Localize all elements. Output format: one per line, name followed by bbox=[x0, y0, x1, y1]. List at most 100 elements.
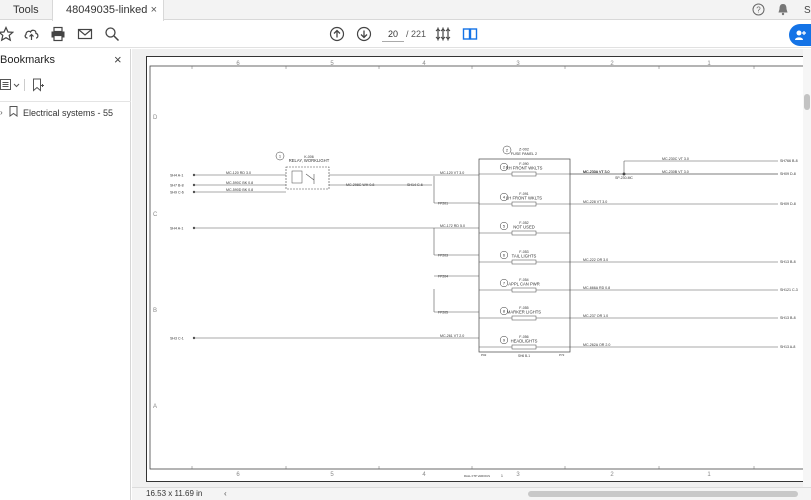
print-icon[interactable] bbox=[49, 25, 67, 43]
input-source-label: SH7 B-8 bbox=[170, 184, 184, 188]
scroll-left-icon[interactable]: ‹ bbox=[224, 489, 227, 498]
bookmark-options-icon[interactable] bbox=[0, 78, 22, 97]
column-label: 5 bbox=[330, 61, 334, 67]
output-wire-label: MC-262A OR 2.0 bbox=[583, 343, 610, 347]
branch-wire-label: MC-230B VT 3.0 bbox=[662, 170, 689, 174]
relay-ref: K-006 bbox=[304, 155, 314, 159]
bookmark-tools bbox=[0, 78, 60, 94]
output-wire-label: MC-228 VT 3.0 bbox=[583, 200, 607, 204]
relay-output-dest: SH14 C-6 bbox=[407, 183, 423, 187]
title-block: RALL FTP VARIOUS bbox=[464, 474, 490, 478]
fuse-name: APPL CAN PWR bbox=[508, 282, 540, 287]
next-page-icon[interactable] bbox=[355, 25, 373, 43]
input-source-label: SH3 C-1 bbox=[170, 337, 184, 341]
output-dest-label: SH121 C-3 bbox=[780, 288, 798, 292]
fuse-ref: F-055 bbox=[519, 306, 528, 310]
fuse-ref: F-052 bbox=[519, 221, 528, 225]
svg-text:S: S bbox=[804, 5, 811, 16]
share-button[interactable] bbox=[789, 24, 811, 46]
panel-pin: P02 bbox=[481, 353, 487, 357]
help-icon[interactable]: ? bbox=[752, 3, 765, 19]
vertical-scrollbar[interactable] bbox=[803, 49, 811, 487]
relay-name: RELAY, WORKLIGHT bbox=[289, 158, 330, 163]
column-label: 5 bbox=[330, 472, 334, 478]
column-label: 3 bbox=[516, 472, 520, 478]
fuse-panel-name: FUSE PANEL 2 bbox=[511, 152, 537, 156]
fuse-callout bbox=[499, 162, 509, 172]
star-icon[interactable] bbox=[0, 25, 15, 43]
page-number-input[interactable]: 20 bbox=[382, 26, 404, 42]
input-wire-label: MC-261 VT 2.0 bbox=[440, 334, 464, 338]
output-dest-label: SH13 B-8 bbox=[780, 260, 796, 264]
fuse-callout bbox=[499, 221, 509, 231]
close-tab-icon[interactable]: × bbox=[150, 4, 157, 16]
search-icon[interactable] bbox=[103, 25, 121, 43]
column-label: 6 bbox=[236, 472, 240, 478]
page-size: 16.53 x 11.69 in bbox=[146, 489, 203, 498]
fuse-callout bbox=[499, 192, 509, 202]
fuse-callout-number: 5 bbox=[503, 224, 506, 229]
callout-number: 2 bbox=[506, 148, 509, 153]
column-label: 1 bbox=[707, 61, 711, 67]
output-dest-label: SH13 B-8 bbox=[780, 316, 796, 320]
input-source-label: SH4 A-1 bbox=[170, 227, 183, 231]
row-label: B bbox=[153, 308, 157, 314]
output-dest-label: SH13 A-8 bbox=[780, 345, 795, 349]
bookmark-label: Electrical systems - 55 bbox=[23, 108, 114, 118]
horizontal-scroll-thumb[interactable] bbox=[528, 491, 798, 497]
fuse-name: RH FRONT WKLTS bbox=[506, 166, 543, 171]
fuse-callout-number: 7 bbox=[503, 281, 506, 286]
status-bar: 16.53 x 11.69 in ‹ bbox=[132, 487, 811, 500]
fuse-callout-number: 2 bbox=[503, 165, 506, 170]
bookmark-item[interactable]: › Electrical systems - 55 bbox=[0, 105, 114, 120]
fuse-callout bbox=[499, 306, 509, 316]
fuse-name: NOT USED bbox=[513, 225, 535, 230]
add-bookmark-icon[interactable] bbox=[31, 78, 45, 97]
fuse-callout-number: 4 bbox=[503, 195, 506, 200]
tab-document[interactable]: 48049035-linked pd... × bbox=[52, 0, 164, 36]
profile-icon[interactable]: S bbox=[803, 3, 811, 19]
tab-tools[interactable]: Tools bbox=[0, 0, 50, 20]
close-panel-icon[interactable]: × bbox=[114, 52, 122, 67]
callout-circle bbox=[502, 145, 512, 155]
main-toolbar: 20 / 221 bbox=[0, 21, 811, 48]
feed-label: FP205 bbox=[438, 311, 448, 315]
page-mark: 1 bbox=[501, 474, 503, 478]
notification-bell-icon[interactable] bbox=[777, 3, 789, 19]
relay-coil bbox=[291, 170, 303, 184]
input-source-label: SH4 A-1 bbox=[170, 174, 183, 178]
fuse-ref: F-054 bbox=[519, 278, 528, 282]
fuse-ref: F-053 bbox=[519, 250, 528, 254]
fuse-callout bbox=[499, 278, 509, 288]
fuse-name: LH FRONT WKLTS bbox=[506, 196, 542, 201]
input-wire-label: MC-590C BK 0.8 bbox=[226, 181, 253, 185]
fuse-callout-number: 8 bbox=[503, 309, 506, 314]
fuse-callout-number: 6 bbox=[503, 253, 506, 258]
panel-divider bbox=[0, 101, 131, 102]
fuse-callout bbox=[499, 250, 509, 260]
input-source-label: SH9 C-6 bbox=[170, 191, 184, 195]
input-wire-label: MC-120 RD 3.0 bbox=[226, 171, 251, 175]
fuse-ref: F-056 bbox=[519, 335, 528, 339]
output-wire-label: MC-222 OR 3.0 bbox=[583, 258, 608, 262]
output-wire-label: MC-230A VT 3.0 bbox=[583, 170, 610, 174]
fuse-panel-ref: Z-002 bbox=[519, 148, 529, 152]
fuse-callout bbox=[499, 335, 509, 345]
row-label: D bbox=[153, 115, 158, 121]
relay-callout bbox=[275, 151, 285, 161]
column-label: 4 bbox=[422, 472, 426, 478]
email-icon[interactable] bbox=[76, 25, 94, 43]
previous-page-icon[interactable] bbox=[328, 25, 346, 43]
output-dest-label: SH09 D-8 bbox=[780, 202, 796, 206]
fuse-ref: F-090 bbox=[519, 162, 528, 166]
tab-tools-label: Tools bbox=[13, 4, 39, 16]
expand-icon[interactable]: › bbox=[0, 108, 3, 117]
svg-text:?: ? bbox=[756, 6, 761, 15]
scroll-mode-icon[interactable] bbox=[434, 25, 452, 43]
upload-cloud-icon[interactable] bbox=[22, 25, 40, 43]
output-wire-label: MC-237 OR 1.0 bbox=[583, 314, 608, 318]
two-page-view-icon[interactable] bbox=[461, 25, 479, 43]
scroll-thumb[interactable] bbox=[804, 94, 810, 110]
